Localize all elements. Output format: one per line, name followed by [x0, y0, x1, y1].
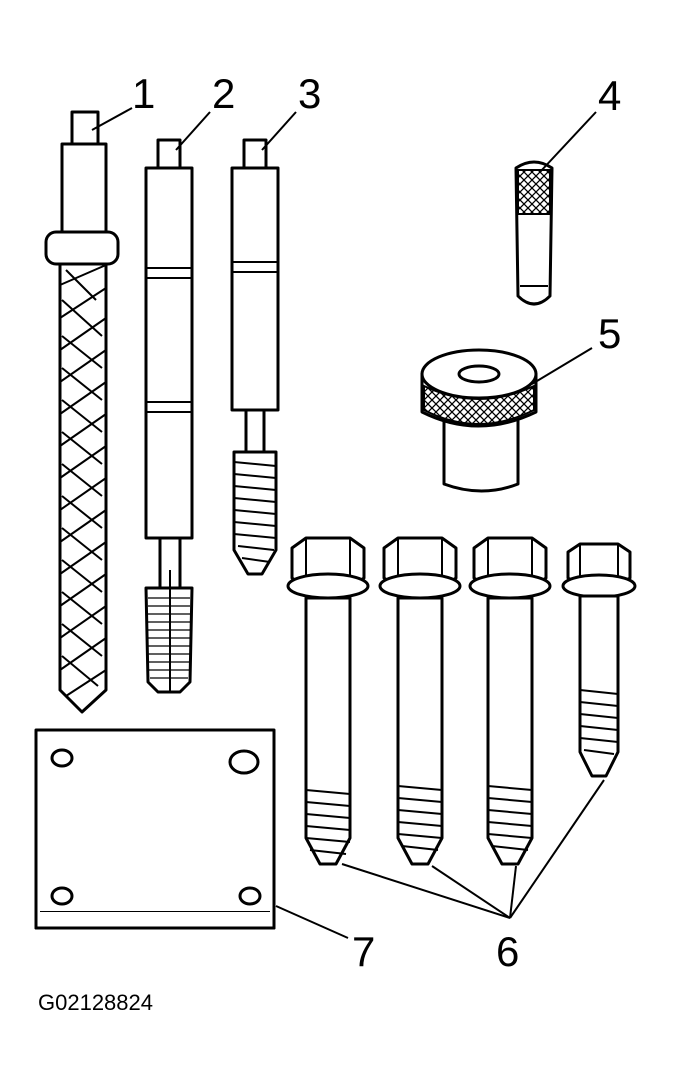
callout-2: 2 [212, 70, 235, 117]
callout-3: 3 [298, 70, 321, 117]
pin-part [514, 160, 554, 306]
callout-1: 1 [132, 70, 155, 117]
figure-id-label: G02128824 [38, 990, 153, 1015]
bushing-part [420, 348, 538, 493]
callout-7: 7 [352, 928, 375, 975]
tap-tool [144, 138, 194, 694]
callout-5: 5 [598, 310, 621, 357]
bolt-2 [378, 536, 462, 866]
bolt-3 [468, 536, 552, 866]
fixture-plate [34, 728, 276, 930]
bolt-4 [561, 542, 637, 778]
callout-6: 6 [496, 928, 519, 975]
drill-tool [44, 110, 120, 714]
leader-lines [91, 107, 605, 939]
callout-4: 4 [598, 72, 621, 119]
installer-tool [230, 138, 280, 576]
bolt-1 [286, 536, 370, 866]
